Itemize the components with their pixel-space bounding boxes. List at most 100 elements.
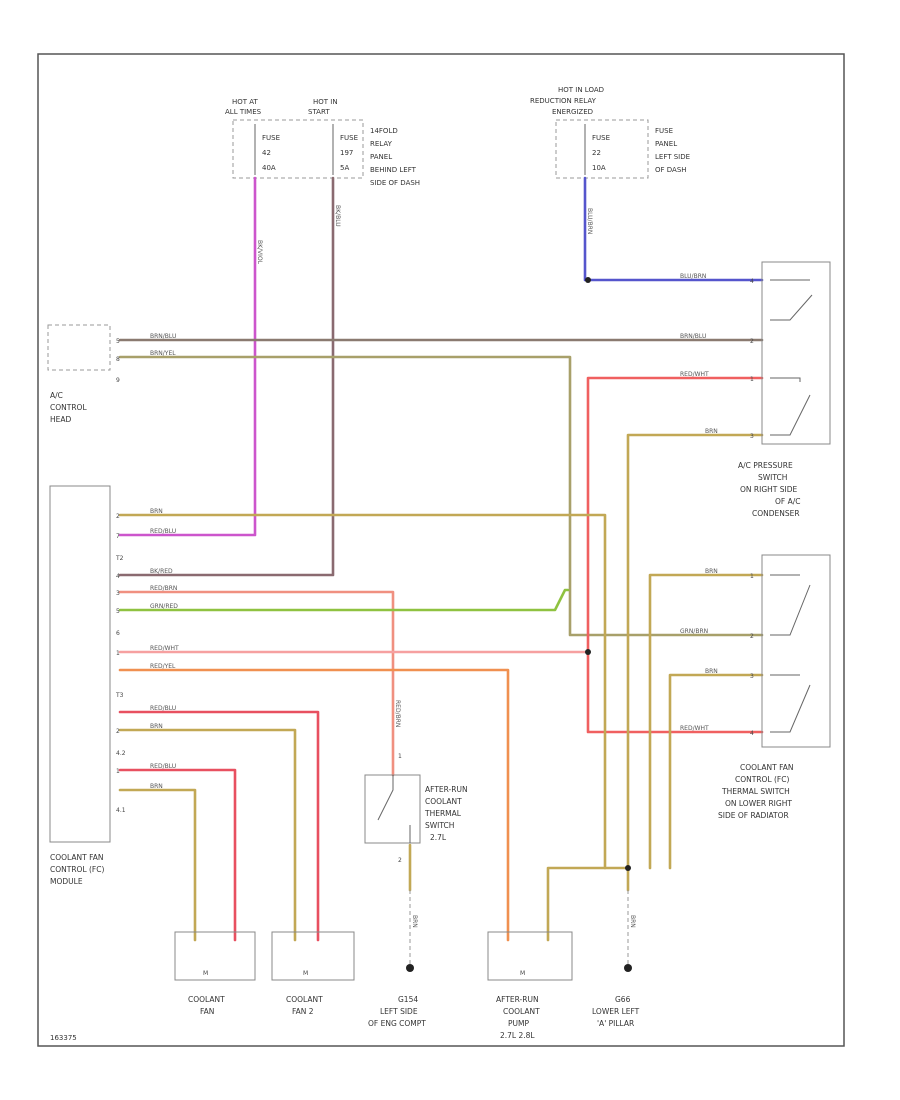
ac-switch-contact-2: [770, 377, 811, 436]
afterrun-switch-contact: [377, 775, 411, 843]
svg-text:A/C PRESSURE: A/C PRESSURE: [738, 461, 793, 470]
thermal-switch-label: COOLANT FAN CONTROL (FC) THERMAL SWITCH …: [718, 763, 793, 820]
svg-text:LOWER LEFT: LOWER LEFT: [592, 1007, 640, 1016]
wire-blue: [583, 176, 764, 282]
svg-text:FUSE: FUSE: [592, 134, 610, 142]
svg-text:FAN: FAN: [200, 1007, 214, 1016]
splice-red-wht: [585, 649, 591, 655]
svg-text:AFTER-RUN: AFTER-RUN: [496, 995, 539, 1004]
wire-brn-pump: [546, 866, 630, 942]
wire-label-bkbl: BK/BLU: [334, 205, 341, 227]
wire-label-rdwht: RED/WHT: [150, 645, 179, 652]
svg-text:8: 8: [116, 356, 120, 363]
wire-label-redbl-1: RED/BLU: [150, 763, 176, 770]
svg-text:1: 1: [116, 768, 120, 775]
svg-text:2: 2: [750, 338, 754, 345]
svg-text:OF A/C: OF A/C: [775, 497, 801, 506]
svg-text:THERMAL SWITCH: THERMAL SWITCH: [721, 787, 790, 796]
wire-label-violet: BK/VIOL: [256, 240, 263, 265]
svg-text:FUSE: FUSE: [340, 134, 358, 142]
svg-text:SWITCH: SWITCH: [758, 473, 787, 482]
ground-g66: [624, 964, 632, 972]
svg-text:HOT AT: HOT AT: [232, 98, 259, 106]
svg-text:LEFT SIDE: LEFT SIDE: [655, 153, 690, 161]
thermal-contact-1: [770, 574, 811, 636]
svg-text:HOT IN: HOT IN: [313, 98, 338, 106]
wire-grn-red: [118, 588, 570, 612]
fuse-197: FUSE 197 5A: [332, 124, 358, 175]
svg-text:PANEL: PANEL: [655, 140, 677, 148]
wire-red-wht-ac: [586, 376, 764, 734]
afterrun-coolant-pump-label: AFTER-RUN COOLANT PUMP 2.7L 2.8L: [496, 995, 540, 1040]
svg-text:T2: T2: [115, 555, 124, 562]
svg-text:RELAY: RELAY: [370, 140, 393, 148]
svg-text:2.7L 2.8L: 2.7L 2.8L: [500, 1031, 535, 1040]
wire-label-blu: BLU/BRN: [586, 208, 593, 234]
wire-brn-fan2: [118, 728, 297, 942]
svg-text:CONTROL: CONTROL: [50, 403, 87, 412]
power-hot-in-start: HOT IN START: [308, 98, 338, 116]
svg-text:OF ENG COMPT: OF ENG COMPT: [368, 1019, 426, 1028]
svg-text:CONTROL (FC): CONTROL (FC): [735, 775, 789, 784]
svg-text:ALL TIMES: ALL TIMES: [225, 108, 262, 116]
wire-label-brn-g66: BRN: [629, 915, 636, 928]
svg-text:22: 22: [592, 149, 601, 157]
wire-label-rdbrn: RED/BRN: [150, 585, 177, 592]
ac-control-head: [47, 324, 111, 371]
wire-label-blu-h: BLU/BRN: [680, 273, 706, 280]
coolant-fan-2: [271, 931, 355, 981]
svg-text:3: 3: [116, 590, 120, 597]
wire-red-fan1: [118, 768, 237, 942]
fuse-22: FUSE 22 10A: [584, 124, 610, 175]
svg-text:6: 6: [116, 630, 120, 637]
diagram-border: [37, 53, 845, 1047]
svg-text:G154: G154: [398, 995, 418, 1004]
thermal-contact-2: [770, 674, 811, 733]
coolant-fan-2-label: COOLANT FAN 2: [286, 995, 323, 1016]
svg-text:197: 197: [340, 149, 353, 157]
wire-violet: [118, 176, 257, 537]
svg-text:2: 2: [116, 513, 120, 520]
svg-text:COOLANT: COOLANT: [503, 1007, 540, 1016]
svg-text:LEFT SIDE: LEFT SIDE: [380, 1007, 418, 1016]
svg-text:1: 1: [750, 573, 754, 580]
svg-text:5A: 5A: [340, 164, 349, 172]
ground-g154-label: G154 LEFT SIDE OF ENG COMPT: [368, 995, 426, 1028]
svg-text:HOT IN LOAD: HOT IN LOAD: [558, 86, 604, 94]
wire-label-grnred: GRN/RED: [150, 603, 178, 610]
wire-label-brnbl: BRN/BLU: [150, 333, 176, 340]
svg-text:7: 7: [116, 533, 120, 540]
svg-text:SIDE OF DASH: SIDE OF DASH: [370, 179, 420, 187]
wire-label-bkred: BK/RED: [150, 568, 173, 575]
svg-text:OF DASH: OF DASH: [655, 166, 687, 174]
wire-brn-th1: [648, 573, 764, 870]
wire-label-brn-ac: BRN: [705, 428, 718, 435]
ground-g154: [406, 964, 414, 972]
wire-label-redbl-2: RED/BLU: [150, 705, 176, 712]
svg-text:COOLANT: COOLANT: [188, 995, 225, 1004]
wire-label-rdbrn-v: RED/BRN: [394, 700, 401, 727]
wire-grey-bk: [118, 176, 335, 577]
wire-brn-module: [118, 513, 607, 870]
svg-text:SWITCH: SWITCH: [425, 821, 454, 830]
ground-g66-label: G66 LOWER LEFT 'A' PILLAR: [592, 995, 640, 1028]
svg-text:ENERGIZED: ENERGIZED: [552, 108, 593, 116]
svg-text:5: 5: [116, 608, 120, 615]
wire-brn-yel: [118, 355, 764, 637]
svg-text:9: 9: [116, 377, 120, 384]
svg-text:CONTROL (FC): CONTROL (FC): [50, 865, 104, 874]
relay-panel-label: 14FOLD RELAY PANEL BEHIND LEFT SIDE OF D…: [370, 127, 420, 187]
relay-panel-box: [232, 119, 364, 179]
fan2-motor-symbol: M: [303, 970, 308, 977]
svg-text:ON RIGHT SIDE: ON RIGHT SIDE: [740, 485, 797, 494]
afterrun-coolant-pump: [487, 931, 573, 981]
splice-ground: [625, 865, 631, 871]
svg-text:COOLANT: COOLANT: [425, 797, 462, 806]
wire-label-brnyl: BRN/YEL: [150, 350, 176, 357]
wire-label-brn-th3: BRN: [705, 668, 718, 675]
svg-text:2.7L: 2.7L: [430, 833, 447, 842]
svg-text:BEHIND LEFT: BEHIND LEFT: [370, 166, 417, 174]
wire-brn-th3: [668, 673, 764, 870]
power-hot-in-load: HOT IN LOAD REDUCTION RELAY ENERGIZED: [530, 86, 604, 116]
